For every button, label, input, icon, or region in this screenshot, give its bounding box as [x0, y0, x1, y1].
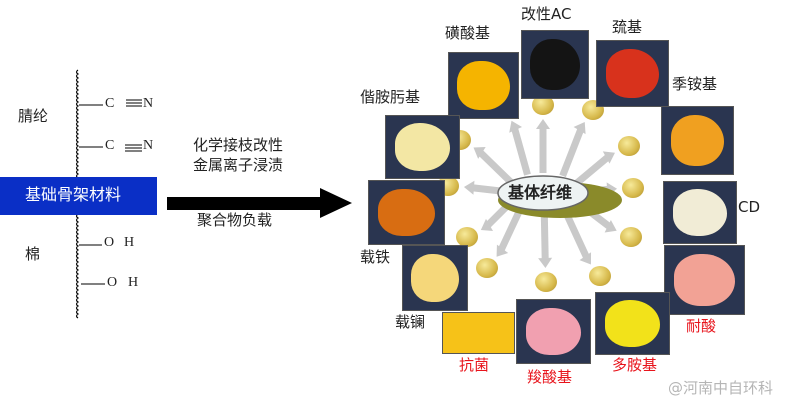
arrow-shaft: [476, 148, 514, 185]
arrow-head: [509, 120, 523, 133]
arrow-head: [602, 151, 615, 164]
watermark: @河南中自环科: [668, 379, 774, 397]
fiber-photo: [516, 299, 591, 364]
fiber-photo: [663, 181, 737, 244]
fiber-sample: [529, 39, 581, 90]
fiber-sample: [410, 253, 460, 303]
fiber-sample: [670, 115, 725, 166]
fiber-sample: [378, 188, 435, 237]
functional-group-node: [620, 227, 642, 247]
base-material-bar: 基础骨架材料: [0, 177, 157, 215]
fiber-label: 磺酸基: [445, 24, 491, 42]
arrow-head: [463, 180, 475, 195]
center-label: 基体纤维: [508, 183, 573, 202]
nitrogen-atom: N: [143, 96, 154, 111]
arrow-head: [473, 147, 486, 159]
fiber-photo: [596, 40, 669, 107]
oxygen-atom: O: [107, 275, 118, 290]
carbon-atom: C: [105, 138, 115, 153]
center-node: [497, 175, 589, 211]
arrow-head: [604, 220, 617, 233]
bond-lines: [79, 99, 142, 285]
fiber-photo: [661, 106, 734, 175]
functional-group-node: [476, 258, 498, 278]
fiber-label: 载镧: [395, 313, 426, 331]
arrow-shaft: [496, 207, 524, 254]
method-polymer-loading: 聚合物负载: [197, 211, 273, 229]
arrow-head: [536, 119, 550, 129]
fiber-photo: [595, 292, 670, 355]
cotton-label: 棉: [25, 245, 41, 263]
method-impregnation: 金属离子浸渍: [193, 156, 284, 174]
fiber-label: 耐酸: [686, 317, 717, 335]
fiber-photo: [385, 115, 460, 179]
fiber-photo: [521, 30, 589, 99]
fiber-label: 抗菌: [459, 356, 490, 374]
fiber-photo: [664, 245, 745, 315]
arrow-shaft: [559, 125, 585, 178]
hydrogen-atom: H: [124, 235, 135, 250]
functional-group-node: [532, 95, 554, 115]
process-arrow: [167, 188, 352, 218]
fiber-label: 羧酸基: [527, 368, 573, 386]
fiber-photo: [368, 180, 445, 245]
acrylic-label: 腈纶: [18, 107, 49, 125]
hydrogen-atom: H: [128, 275, 139, 290]
functional-group-node: [618, 136, 640, 156]
fiber-photo: [442, 312, 515, 354]
fiber-sample: [674, 254, 735, 306]
base-material-label: 基础骨架材料: [25, 185, 122, 204]
arrow-head: [538, 257, 553, 269]
carbon-atom: C: [105, 96, 115, 111]
nitrogen-atom: N: [143, 138, 154, 153]
functional-group-node: [589, 266, 611, 286]
functional-group-node: [535, 272, 557, 292]
fiber-label: 多胺基: [612, 356, 658, 374]
oxygen-atom: O: [104, 235, 115, 250]
fiber-sample: [605, 48, 660, 99]
arrow-shaft: [540, 212, 549, 263]
arrow-shaft: [574, 152, 612, 187]
method-grafting: 化学接枝改性: [193, 136, 284, 154]
arrow-shaft: [510, 125, 531, 176]
fiber-sample: [604, 300, 661, 347]
fiber-label: 载铁: [360, 248, 391, 266]
fiber-label: 巯基: [612, 18, 643, 36]
fiber-label: 改性AC: [521, 5, 572, 23]
fiber-sample: [525, 307, 582, 356]
arrow-head: [573, 121, 586, 135]
fiber-label: CD: [738, 198, 761, 216]
arrow-head: [496, 244, 509, 257]
fiber-sample: [457, 60, 510, 111]
fiber-sample: [672, 189, 728, 236]
arrow-head: [579, 252, 592, 265]
functional-group-node: [456, 227, 478, 247]
fiber-photo: [448, 52, 519, 119]
fiber-label: 季铵基: [672, 75, 718, 93]
arrow-head: [480, 218, 494, 232]
fiber-photo: [402, 245, 468, 311]
fiber-label: 偕胺肟基: [360, 88, 421, 106]
functional-group-node: [622, 178, 644, 198]
fiber-sample: [394, 123, 451, 171]
